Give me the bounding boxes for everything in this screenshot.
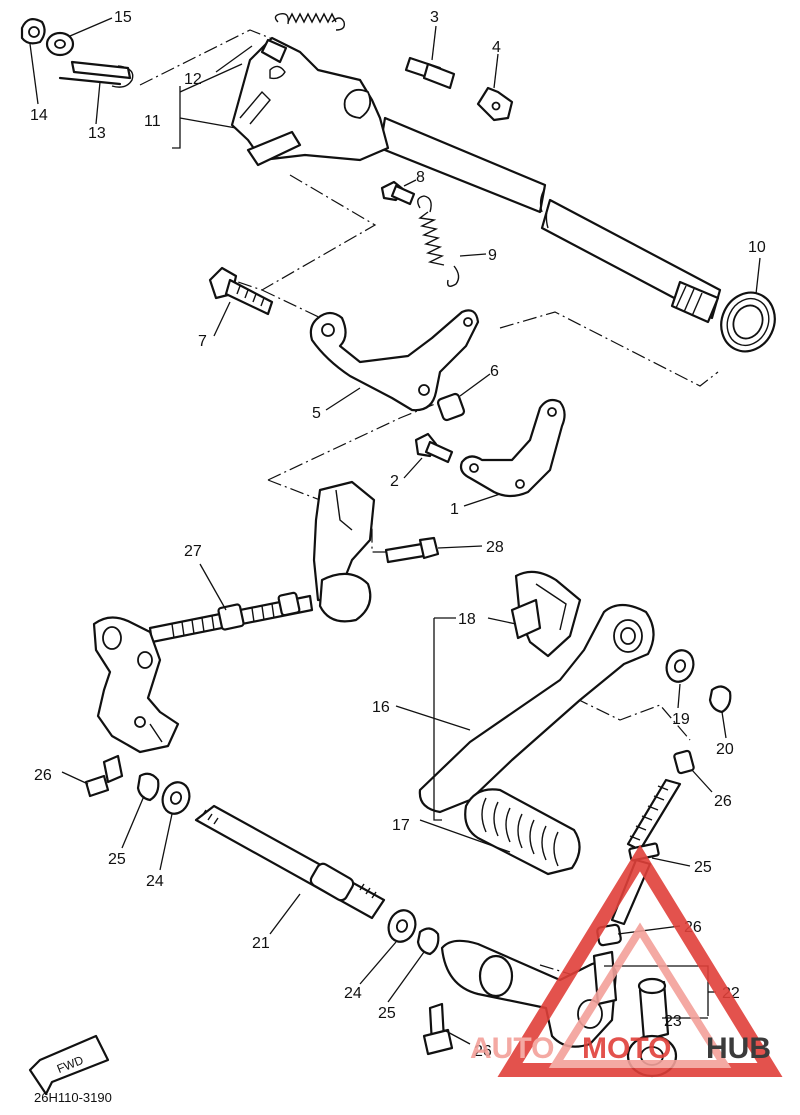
label-14: 14 <box>30 107 48 124</box>
watermark-hub: HUB <box>706 1032 771 1065</box>
label-26-left: 26 <box>34 767 52 784</box>
label-5: 5 <box>312 405 321 422</box>
plate-1 <box>459 398 566 498</box>
nut-29 <box>673 749 695 775</box>
label-30: 27 <box>184 543 202 560</box>
label-20: 20 <box>716 741 734 758</box>
label-8: 8 <box>416 169 425 186</box>
label-2: 2 <box>390 473 399 490</box>
label-25-right: 25 <box>378 1005 396 1022</box>
small-parts-top-left <box>20 17 134 88</box>
spring-12 <box>274 12 346 31</box>
label-16: 16 <box>372 699 390 716</box>
clip-20 <box>708 685 732 714</box>
label-26-bottom: 26 <box>474 1043 492 1060</box>
label-23: 23 <box>664 1013 682 1030</box>
label-13: 13 <box>88 125 106 142</box>
bolt-7 <box>208 266 274 316</box>
label-27: 25 <box>694 859 712 876</box>
label-31: 28 <box>486 539 504 556</box>
label-11: 11 <box>144 113 161 130</box>
lower-lever-22 <box>440 939 618 1048</box>
collar-6 <box>436 392 466 422</box>
bolt-26-left <box>84 754 124 798</box>
clip-25-right <box>416 927 440 956</box>
seal-10 <box>720 291 776 353</box>
label-12: 12 <box>184 71 202 88</box>
washer-24-right <box>387 909 417 943</box>
shaft-21 <box>194 804 386 920</box>
spring-9 <box>417 195 460 287</box>
footrest-rubber-17 <box>464 788 581 876</box>
fwd-arrow: FWD <box>28 1034 110 1096</box>
washer-19 <box>665 649 695 683</box>
shift-pedal-16 <box>418 570 655 814</box>
label-10: 10 <box>748 239 766 256</box>
label-29: 26 <box>714 793 732 810</box>
shift-rod-30 <box>92 480 376 754</box>
stopper-4 <box>476 86 514 122</box>
label-25-left: 25 <box>108 851 126 868</box>
label-9: 9 <box>488 247 497 264</box>
label-17: 17 <box>392 817 410 834</box>
watermark-auto: AUTO <box>470 1032 554 1065</box>
label-1: 1 <box>450 501 459 518</box>
bolt-2 <box>414 432 454 464</box>
shift-shaft-assembly <box>230 36 722 324</box>
label-19: 19 <box>672 711 690 728</box>
label-3: 3 <box>430 9 439 26</box>
label-18: 18 <box>458 611 476 628</box>
label-15: 15 <box>114 9 132 26</box>
bolt-8 <box>380 180 416 206</box>
label-7: 7 <box>198 333 207 350</box>
stud-3 <box>404 56 456 90</box>
label-24-right: 24 <box>344 985 362 1002</box>
part-labels: 15 14 13 12 11 3 4 8 9 10 7 5 6 2 1 28 2… <box>30 9 766 1060</box>
diagram-code: 26H110-3190 <box>34 1090 112 1105</box>
lever-5 <box>309 309 480 412</box>
bolt-31 <box>384 536 440 564</box>
watermark-logo: AUTO MOTO HUB <box>470 844 783 1077</box>
leader-lines <box>29 17 761 1045</box>
watermark-moto: MOTO <box>582 1032 671 1065</box>
washer-24-left <box>161 781 191 815</box>
label-4: 4 <box>492 39 501 56</box>
label-24-left: 24 <box>146 873 164 890</box>
label-6: 6 <box>490 363 499 380</box>
bolt-26-bottom <box>422 1002 454 1056</box>
label-21: 21 <box>252 935 270 952</box>
clip-25-left <box>136 772 160 802</box>
